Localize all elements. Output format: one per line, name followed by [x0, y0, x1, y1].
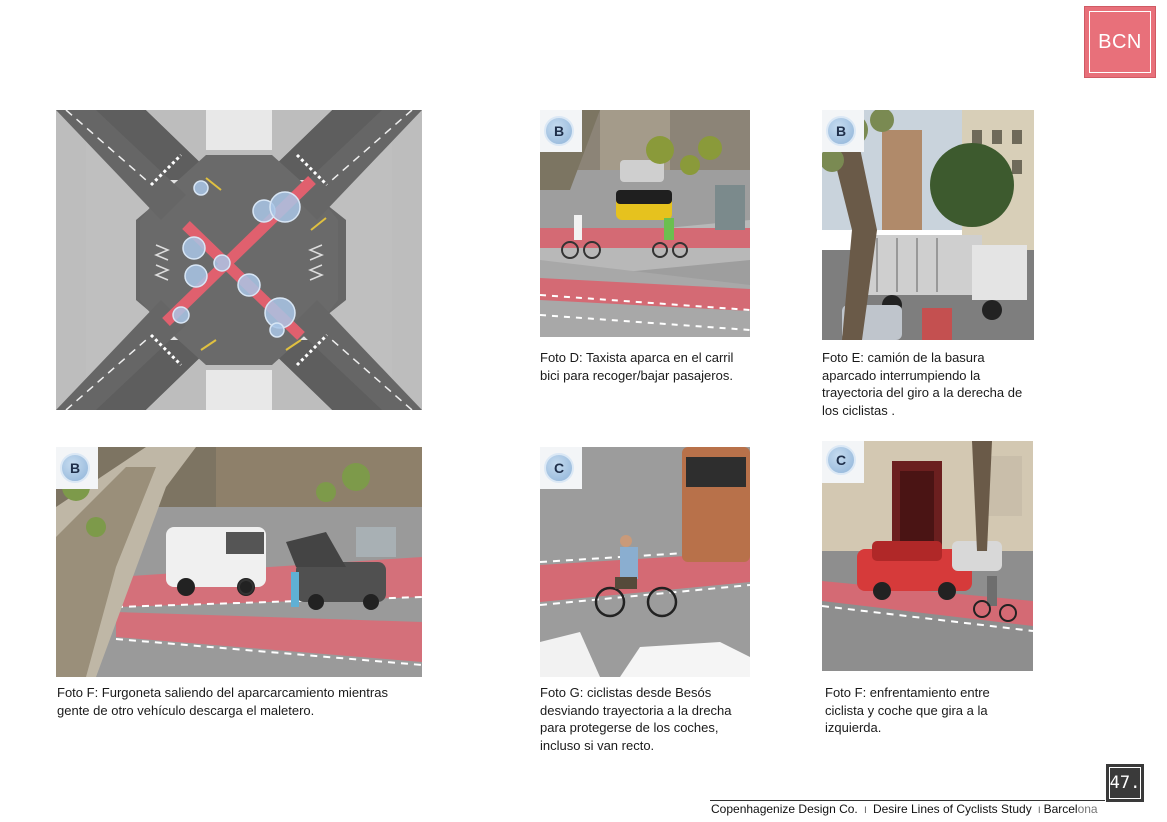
footer: Copenhagenize Design Co. I Desire Lines …	[711, 802, 1098, 816]
footer-city-suffix: ona	[1077, 802, 1098, 816]
zone-badge: B	[60, 453, 90, 483]
footer-separator: I	[1038, 805, 1041, 815]
caption-photo-g: Foto G: ciclistas desde Besós desviando …	[540, 685, 732, 753]
caption-photo-f-car: Foto F: enfrentamiento entre ciclista y …	[825, 685, 990, 735]
footer-org: Copenhagenize Design Co.	[711, 802, 858, 816]
caption-photo-f-van: Foto F: Furgoneta saliendo del aparcarca…	[57, 685, 388, 718]
zone-badge: B	[544, 116, 574, 146]
bcn-logo-text: BCN	[1089, 11, 1151, 73]
footer-city: Barcel	[1043, 802, 1078, 816]
footer-separator: I	[864, 805, 867, 815]
photo-f-car: C	[822, 441, 1033, 671]
footer-rule	[710, 800, 1105, 801]
footer-study: Desire Lines of Cyclists Study	[872, 802, 1032, 816]
caption-photo-d: Foto D: Taxista aparca en el carril bici…	[540, 350, 734, 383]
bcn-logo: BCN	[1084, 6, 1156, 78]
photo-e: B	[822, 110, 1034, 340]
photo-d: B	[540, 110, 750, 337]
photo-g: C	[540, 447, 750, 677]
zone-badge: B	[826, 116, 856, 146]
page-number-text: 47.	[1109, 767, 1141, 799]
photo-f-van: B	[56, 447, 422, 677]
zone-badge: C	[826, 445, 856, 475]
intersection-map	[56, 110, 422, 410]
zone-badge: C	[544, 453, 574, 483]
page-number: 47.	[1106, 764, 1144, 802]
caption-photo-e: Foto E: camión de la basura aparcado int…	[822, 350, 1023, 418]
